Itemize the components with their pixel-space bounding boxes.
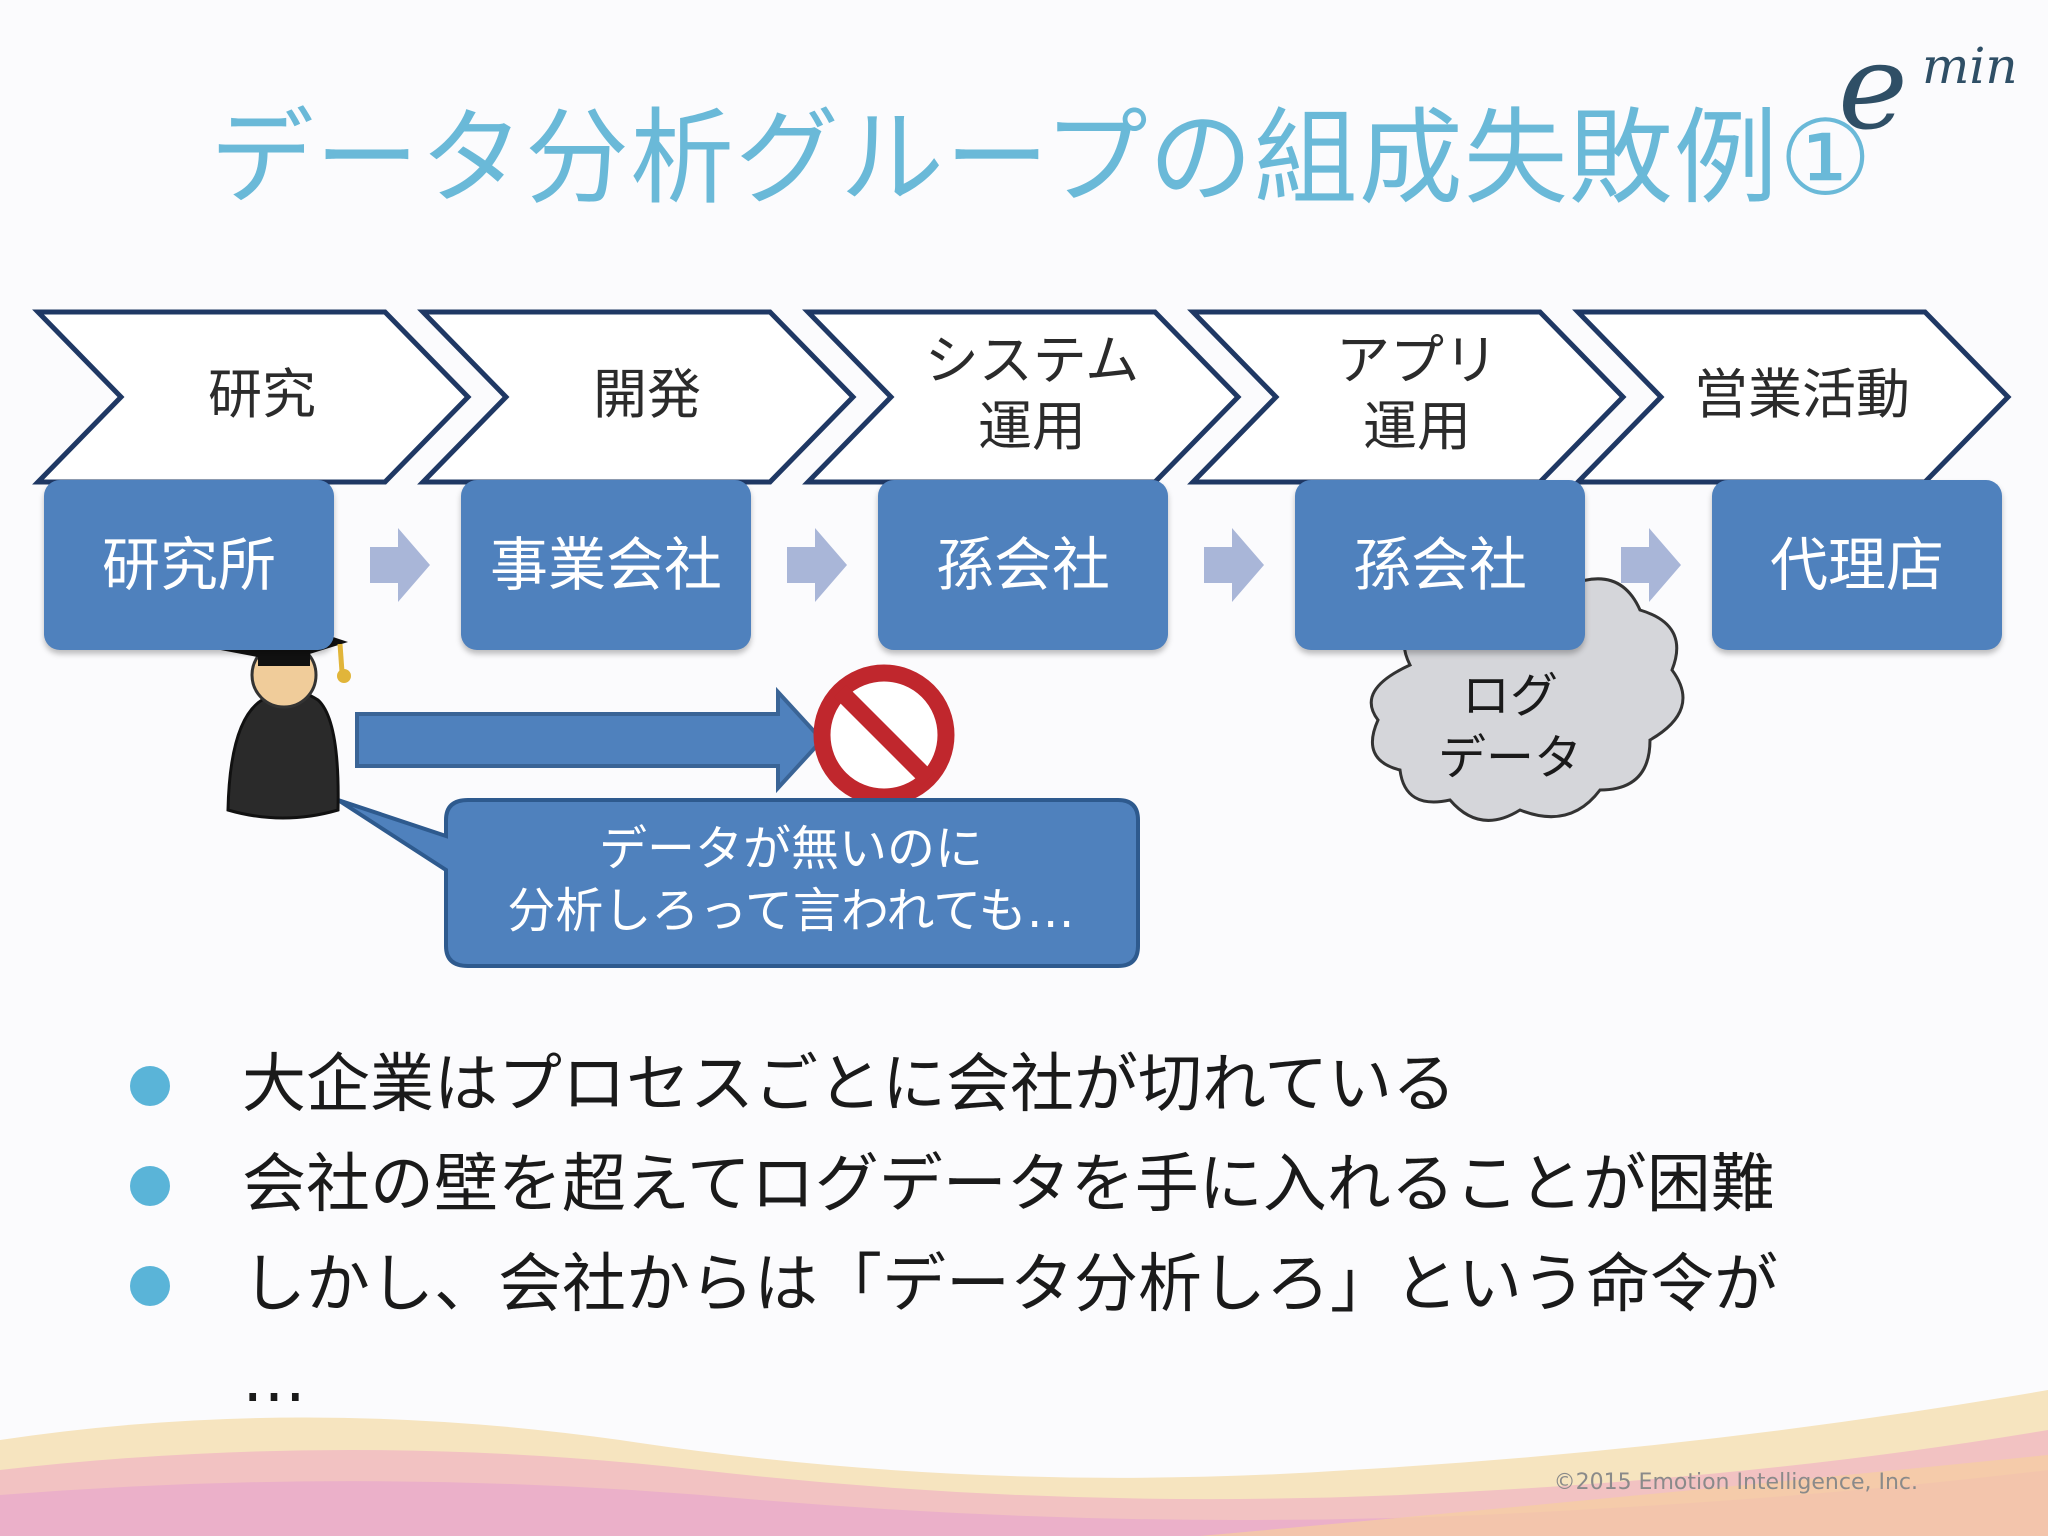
callout-line1: データが無いのに — [598, 821, 983, 877]
phase-label-sales: 営業活動 — [1652, 362, 1952, 428]
bullet-dot-icon — [130, 1066, 170, 1106]
arrow-icon — [1204, 528, 1264, 602]
phase-line1: 営業活動 — [1694, 363, 1910, 426]
logo-min: min — [1922, 37, 2018, 95]
graduate-person-icon — [210, 622, 351, 820]
page-title: データ分析グループの組成失敗例① — [210, 97, 1873, 219]
emin-logo: e min — [1830, 28, 2030, 146]
logo-e: e — [1838, 18, 1908, 156]
phase-line1: 開発 — [593, 363, 701, 426]
bullet-item: 会社の壁を超えてログデータを手に入れることが困難 — [120, 1140, 1920, 1240]
cloud-line2: データ — [1437, 730, 1582, 786]
arrow-icon — [370, 528, 430, 602]
org-box-business-company: 事業会社 — [461, 480, 751, 650]
chevron-development — [417, 309, 857, 485]
phase-line2: 運用 — [1363, 395, 1471, 458]
bullet-dot-icon — [130, 1166, 170, 1206]
org-box-subsidiary-1: 孫会社 — [878, 480, 1168, 650]
phase-label-research: 研究 — [112, 362, 412, 428]
org-box-agency: 代理店 — [1712, 480, 2002, 650]
bullet-list: 大企業はプロセスごとに会社が切れている 会社の壁を超えてログデータを手に入れるこ… — [120, 1040, 1920, 1340]
bullet-dot-icon — [130, 1266, 170, 1306]
bullet-text: しかし、会社からは「データ分析しろ」という命令が — [242, 1248, 1778, 1322]
bullet-text: 大企業はプロセスごとに会社が切れている — [242, 1048, 1457, 1122]
cloud-text: ログ データ — [1395, 665, 1625, 789]
org-box-research-lab: 研究所 — [44, 480, 334, 650]
phase-label-app-ops: アプリ 運用 — [1267, 328, 1567, 460]
footer-wave — [0, 1390, 2048, 1536]
bullet-item: 大企業はプロセスごとに会社が切れている — [120, 1040, 1920, 1140]
phase-label-system-ops: システム 運用 — [882, 328, 1182, 460]
phase-line2: 運用 — [978, 395, 1086, 458]
org-box-subsidiary-2: 孫会社 — [1295, 480, 1585, 650]
arrow-icon — [1621, 528, 1681, 602]
phase-line1: システム — [924, 329, 1140, 392]
cloud-line1: ログ — [1461, 668, 1558, 724]
phase-line1: 研究 — [208, 363, 316, 426]
arrow-icon — [787, 528, 847, 602]
bullet-text: 会社の壁を超えてログデータを手に入れることが困難 — [242, 1148, 1775, 1222]
callout-text: データが無いのに 分析しろって言われても… — [446, 818, 1136, 968]
bullet-item: しかし、会社からは「データ分析しろ」という命令が — [120, 1240, 1920, 1340]
bullet-continuation: … — [242, 1343, 306, 1417]
callout-line2: 分析しろって言われても… — [507, 883, 1075, 939]
big-arrow — [355, 686, 825, 794]
chevron-research — [32, 309, 472, 485]
prohibition-icon — [813, 664, 955, 806]
phase-label-development: 開発 — [497, 362, 797, 428]
phase-line1: アプリ — [1336, 329, 1498, 392]
speech-bubble — [336, 798, 1140, 968]
copyright: ©2015 Emotion Intelligence, Inc. — [1553, 1470, 1918, 1495]
